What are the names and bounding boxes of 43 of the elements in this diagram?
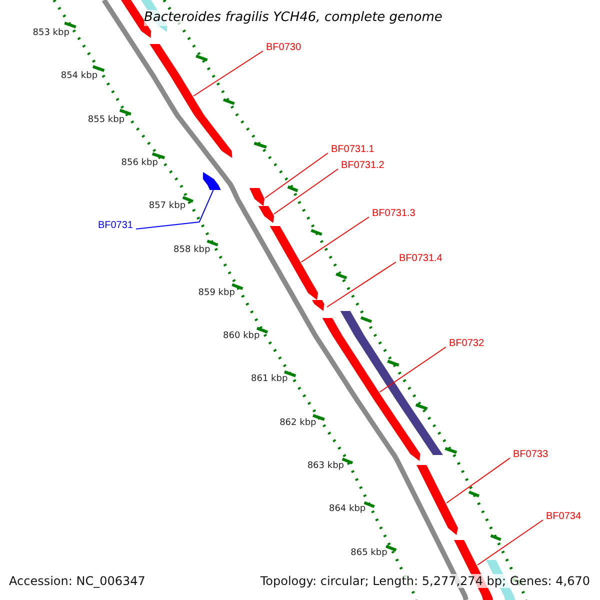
gene-feature-bar [416,465,458,535]
scale-tick-label: 859 kbp [198,286,235,300]
gene-feature-bar [249,188,264,206]
gene-feature-bar [258,206,274,223]
title: Bacteroides fragilis YCH46, complete genome [144,10,442,26]
gene-label: BF0731.3 [372,207,416,221]
leader-line [274,168,338,214]
leader-line [300,216,370,262]
leader-line [264,152,328,198]
gene-feature-bar [340,311,443,455]
gene-label: BF0731.4 [399,252,442,266]
gene-label: BF0731.2 [341,159,384,173]
gene-label: BF0733 [513,448,548,462]
gene-feature-bar [150,44,232,158]
leader-line [136,190,214,230]
gene-feature-bar [322,318,420,461]
scale-tick-label: 853 kbp [32,27,70,40]
gene-feature-bar [202,172,221,190]
gene-feature-bar [270,226,318,300]
scale-tick-label: 855 kbp [88,114,125,127]
gene-label: BF0734 [546,510,582,524]
scale-tick-label: 861 kbp [251,373,288,386]
leader-line [193,50,264,96]
scale-tick-label: 857 kbp [148,200,186,214]
gene-feature-bar [312,300,324,311]
gene-label: BF0730 [266,41,302,55]
scale-tick-label: 854 kbp [60,70,98,84]
leader-line [446,458,510,504]
scale-tick-label: 856 kbp [121,156,158,170]
gene-label: BF0732 [449,337,484,351]
gene-label: BF0731.1 [331,143,374,157]
scale-tick-label: 865 kbp [350,546,388,560]
scale-tick-label: 864 kbp [328,503,366,516]
scale-tick-label: 858 kbp [174,244,210,256]
footer-info-text: Topology: circular; Length: 5,277,274 bp; Genes: 4,670 [260,574,590,588]
footer-info-text: Accession: NC_006347 [9,574,146,588]
scale-tick-label: 863 kbp [307,460,344,473]
scale-tick-label: 862 kbp [280,416,316,430]
leader-line [326,262,396,308]
leader-line [477,520,544,566]
gene-label: BF0731 [98,219,133,233]
leader-line [379,346,446,392]
scale-tick-label: 860 kbp [223,330,260,344]
